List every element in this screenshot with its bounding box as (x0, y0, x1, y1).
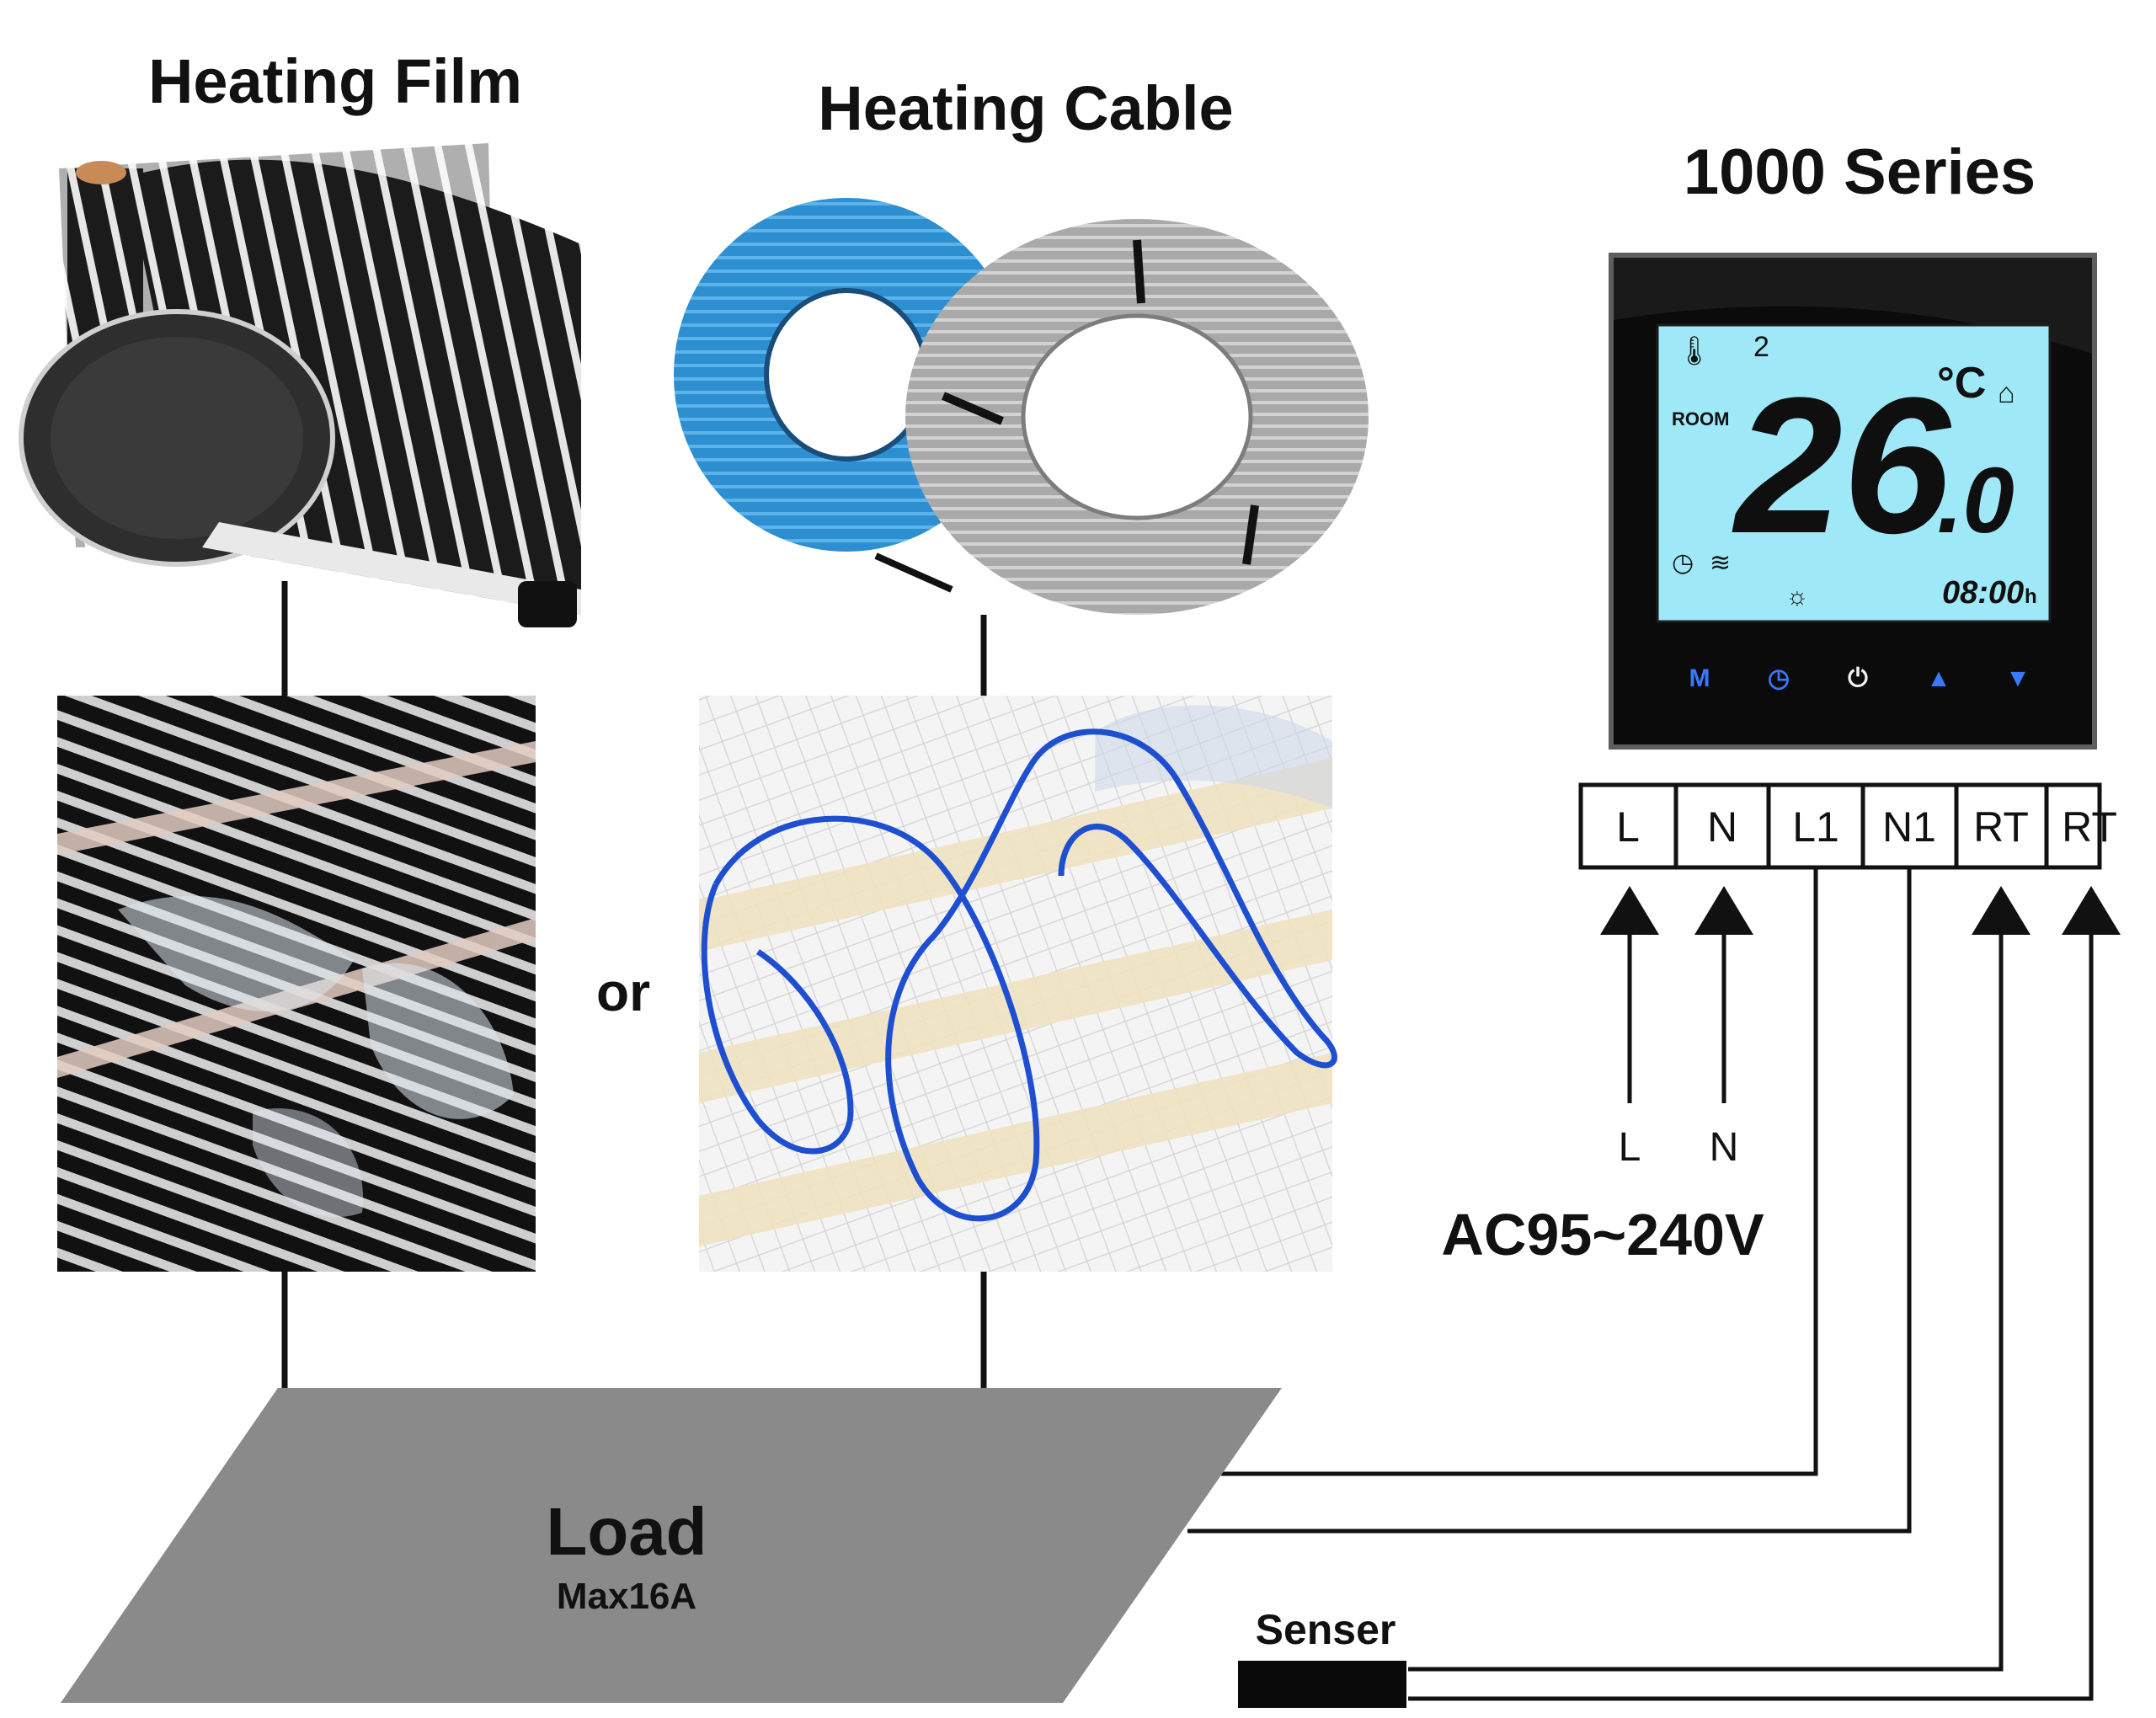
terminal-l1: L1 (1792, 803, 1839, 851)
mode-button[interactable]: M (1689, 664, 1710, 692)
series-title: 1000 Series (1684, 136, 2036, 208)
l1-load-wire (1221, 867, 1818, 1476)
heating-cable-title: Heating Cable (818, 73, 1233, 143)
temperature-decimal: .0 (1937, 449, 2015, 552)
up-button[interactable]: ▲ (1926, 664, 1951, 692)
terminal-l: L (1616, 803, 1640, 851)
heating-film-floor-image (57, 696, 536, 1272)
rt-sensor-wire-2 (1408, 933, 2094, 1701)
terminal-n1: N1 (1882, 803, 1936, 851)
terminal-rt-1: RT (1973, 803, 2029, 851)
sun-icon: ☼ (1785, 583, 1809, 611)
terminal-block: L N L1 N1 RT RT (1578, 782, 2117, 870)
wiring-lines (1187, 867, 2094, 1701)
thermostat-screen (1656, 323, 2052, 623)
room-label: ROOM (1672, 408, 1729, 430)
heat-waves-icon: ≋ (1710, 549, 1731, 577)
clock-button[interactable]: ◷ (1768, 664, 1790, 692)
sensor-label: Senser (1256, 1606, 1396, 1653)
or-label: or (596, 962, 650, 1022)
supply-voltage: AC95~240V (1441, 1202, 1764, 1267)
load-block: Load Max16A (61, 1388, 1282, 1703)
temperature-main: 26 (1732, 357, 1952, 574)
load-title: Load (546, 1494, 707, 1569)
terminal-rt-2: RT (2062, 803, 2117, 851)
home-mode-icon: ⌂ (1998, 377, 2015, 409)
heating-cable-coils-image (674, 198, 1369, 615)
heating-film-roll-image (19, 143, 581, 627)
sensor-terminal-arrows (1972, 886, 2121, 935)
rt-sensor-wire-1 (1408, 933, 2004, 1672)
supply-input-n: N (1710, 1125, 1739, 1170)
load-rating: Max16A (557, 1576, 696, 1617)
supply-input-l: L (1619, 1125, 1641, 1170)
thermometer-icon: 🌡 (1676, 335, 1712, 367)
supply-arrows (1600, 886, 1753, 1103)
sensor-probe (1238, 1661, 1406, 1708)
thermostat-buttons: M ◷ ⏻ ▲ ▼ (1689, 664, 2031, 692)
power-button[interactable]: ⏻ (1848, 664, 1868, 692)
thermostat: 🌡 2 ROOM °C ⌂ 26 .0 ◷ ≋ ☼ 08:00 h M ◷ ⏻ … (1609, 253, 2097, 750)
sensor: Senser (1238, 1606, 1406, 1708)
terminal-n: N (1707, 803, 1737, 851)
unit-label: °C (1937, 359, 1986, 408)
program-number: 2 (1753, 331, 1769, 363)
heating-film-title: Heating Film (148, 46, 522, 116)
clock-readout: 08:00 (1942, 575, 2024, 611)
n1-load-wire (1187, 867, 1912, 1534)
clock-icon: ◷ (1672, 549, 1694, 577)
clock-suffix: h (2025, 585, 2037, 608)
down-button[interactable]: ▼ (2005, 664, 2031, 692)
heating-cable-mat-image (699, 696, 1337, 1272)
left-connectors (281, 581, 987, 1388)
